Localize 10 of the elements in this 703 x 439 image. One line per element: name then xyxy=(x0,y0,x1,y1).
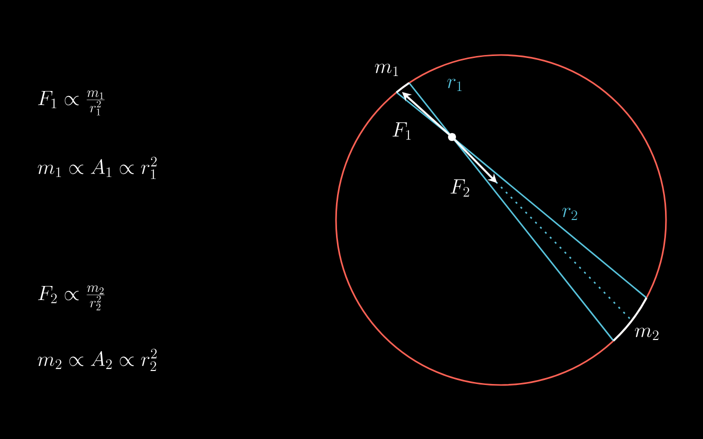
force-label: $F_1$ xyxy=(392,122,411,140)
formula: $m_2 \propto A_2 \propto r_2^2$ xyxy=(38,348,157,371)
formula: $m_1 \propto A_1 \propto r_1^2$ xyxy=(38,156,157,179)
distance-label: $r_1$ xyxy=(447,78,462,92)
distance-label: $r_2$ xyxy=(562,208,578,220)
force-label: $F_2$ xyxy=(450,179,470,197)
formula: $F_1 \propto \frac{m_1}{r_1^2}$ xyxy=(38,90,105,116)
mass-label: $m_1$ xyxy=(374,64,398,76)
formula: $F_2 \propto \frac{m_2}{r_2^2}$ xyxy=(38,286,105,310)
mass-label: $m_2$ xyxy=(634,328,658,340)
